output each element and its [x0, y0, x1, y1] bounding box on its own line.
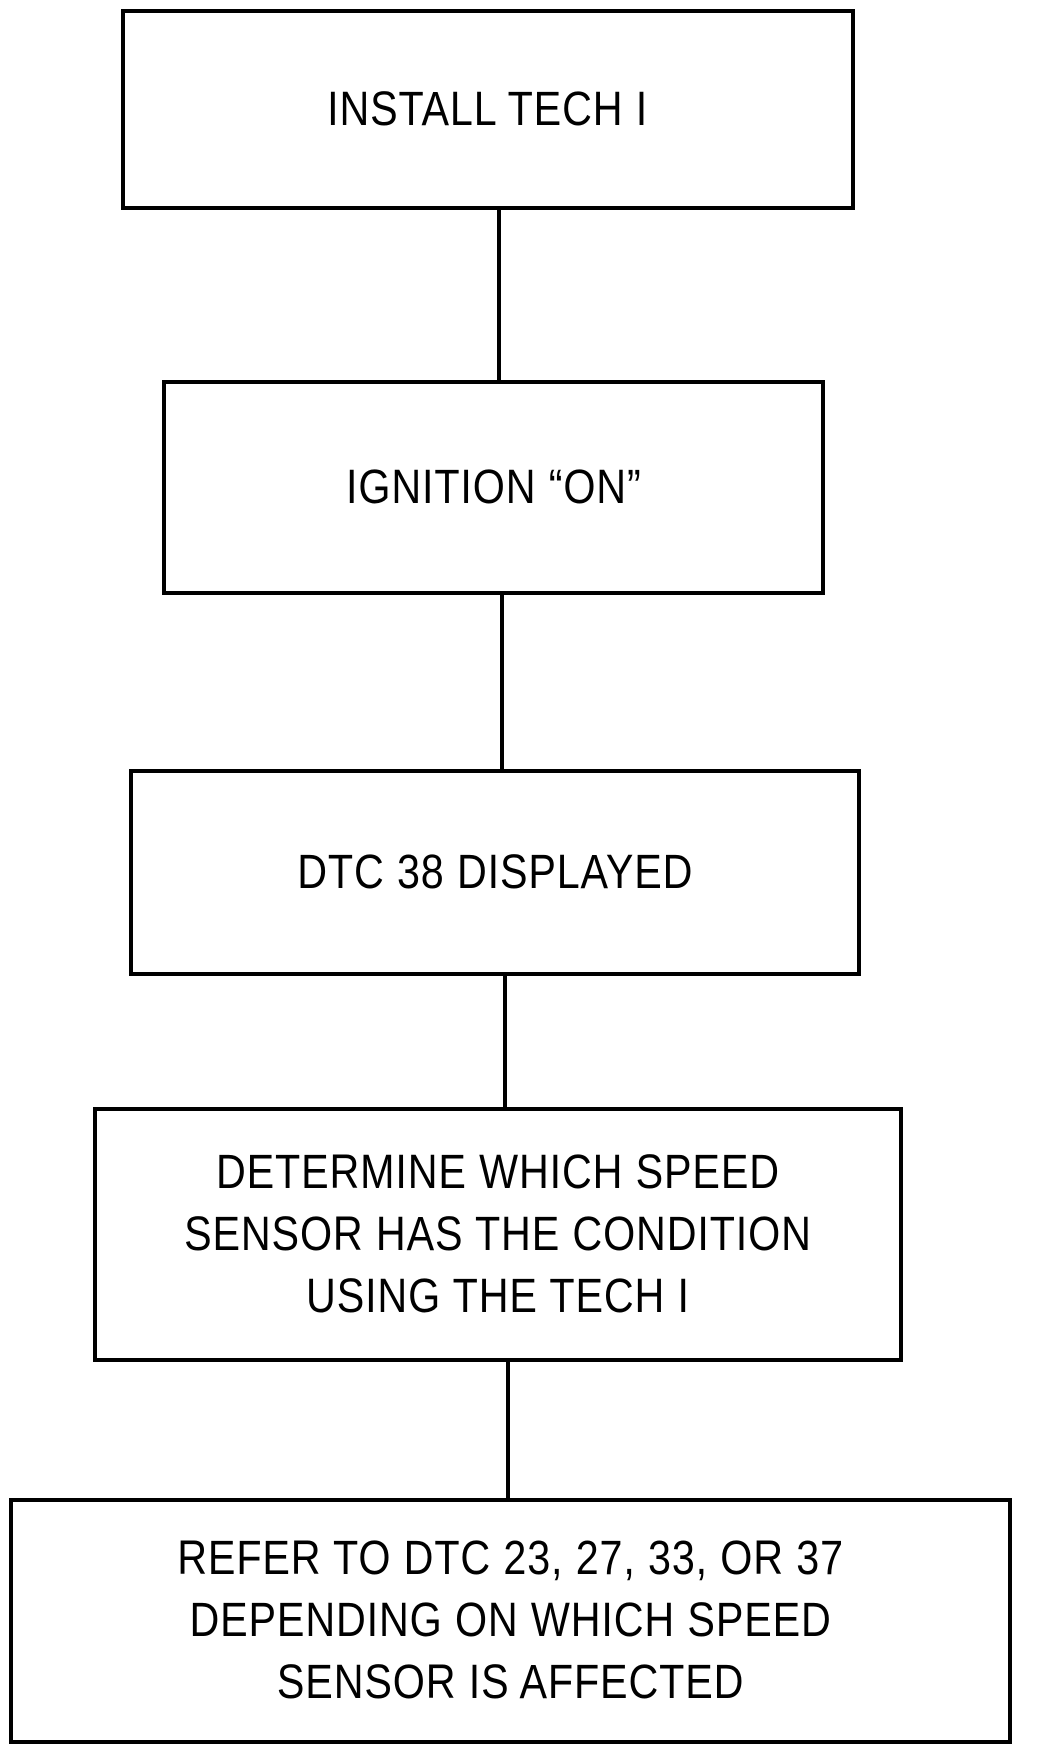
step-line: INSTALL TECH I	[327, 82, 649, 136]
step-text: IGNITION “ON”	[346, 457, 642, 519]
step-line: USING THE TECH I	[306, 1269, 690, 1323]
connector-3-4	[503, 974, 507, 1109]
step-ignition-on: IGNITION “ON”	[162, 380, 825, 595]
step-text: INSTALL TECH I	[328, 79, 649, 141]
connector-4-5	[506, 1360, 510, 1500]
connector-2-3	[500, 593, 504, 771]
step-text: DETERMINE WHICH SPEED SENSOR HAS THE CON…	[184, 1142, 812, 1328]
step-refer-dtc: REFER TO DTC 23, 27, 33, OR 37 DEPENDING…	[9, 1498, 1012, 1744]
step-line: SENSOR IS AFFECTED	[276, 1656, 745, 1709]
step-line: REFER TO DTC 23, 27, 33, OR 37	[177, 1532, 844, 1585]
step-line: SENSOR HAS THE CONDITION	[184, 1207, 812, 1261]
step-line: DEPENDING ON WHICH SPEED	[189, 1594, 832, 1647]
step-line: IGNITION “ON”	[345, 460, 642, 514]
step-text: REFER TO DTC 23, 27, 33, OR 37 DEPENDING…	[177, 1528, 844, 1714]
step-line: DETERMINE WHICH SPEED	[216, 1145, 780, 1199]
step-dtc-displayed: DTC 38 DISPLAYED	[129, 769, 861, 976]
step-line: DTC 38 DISPLAYED	[296, 845, 694, 899]
step-text: DTC 38 DISPLAYED	[297, 842, 693, 904]
step-determine-sensor: DETERMINE WHICH SPEED SENSOR HAS THE CON…	[93, 1107, 903, 1362]
connector-1-2	[497, 208, 501, 382]
step-install-tech: INSTALL TECH I	[121, 9, 855, 210]
